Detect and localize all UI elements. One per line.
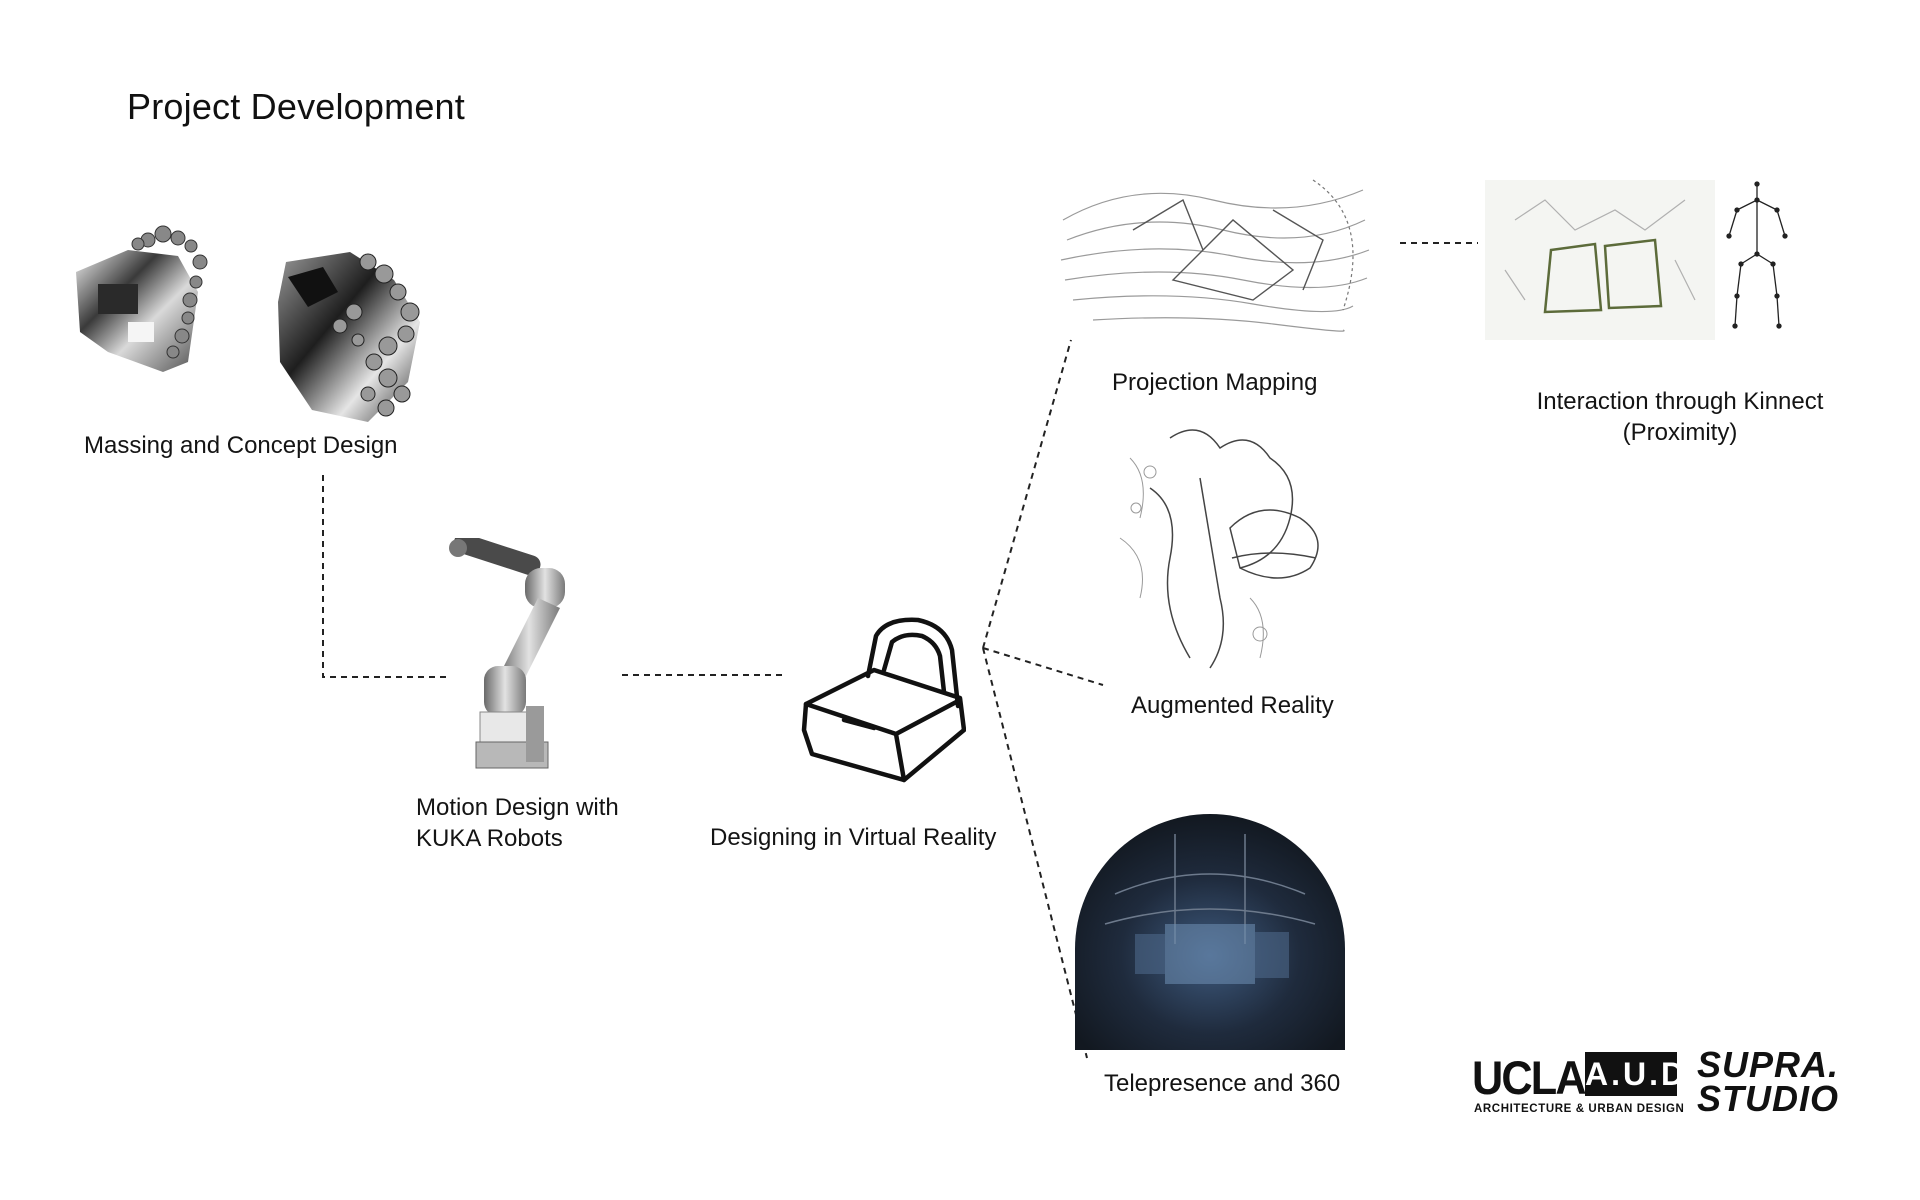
supra-studio-logo: SUPRA. STUDIO	[1697, 1044, 1840, 1119]
node-label-projection: Projection Mapping	[1112, 369, 1318, 396]
node-label-ar: Augmented Reality	[1131, 692, 1334, 719]
connector-vr-projection	[982, 339, 1072, 649]
ucla-logo: UCLA	[1472, 1051, 1587, 1104]
connector-vr-ar	[982, 647, 1104, 686]
node-label-kuka: Motion Design with KUKA Robots	[416, 794, 619, 852]
page-title: Project Development	[127, 86, 465, 127]
massing-model-image	[76, 225, 420, 422]
connector-massing-kuka	[322, 475, 450, 678]
kinnect-interaction-image	[1485, 180, 1788, 340]
node-label-massing: Massing and Concept Design	[84, 432, 398, 459]
vr-headset-icon	[801, 617, 966, 783]
node-label-kinnect: Interaction through Kinnect (Proximity)	[1536, 388, 1824, 446]
node-label-vr: Designing in Virtual Reality	[710, 824, 997, 851]
node-label-telepresence: Telepresence and 360	[1104, 1070, 1341, 1097]
telepresence-360-image	[1075, 814, 1345, 1050]
aud-logo: A.U.D	[1585, 1052, 1684, 1096]
aud-logo-subtitle: ARCHITECTURE & URBAN DESIGN	[1474, 1103, 1685, 1115]
kuka-robot-image	[449, 538, 565, 769]
connector-vr-telepresence	[982, 647, 1088, 1059]
projection-mapping-image	[1060, 179, 1370, 332]
augmented-reality-image	[1119, 429, 1319, 669]
